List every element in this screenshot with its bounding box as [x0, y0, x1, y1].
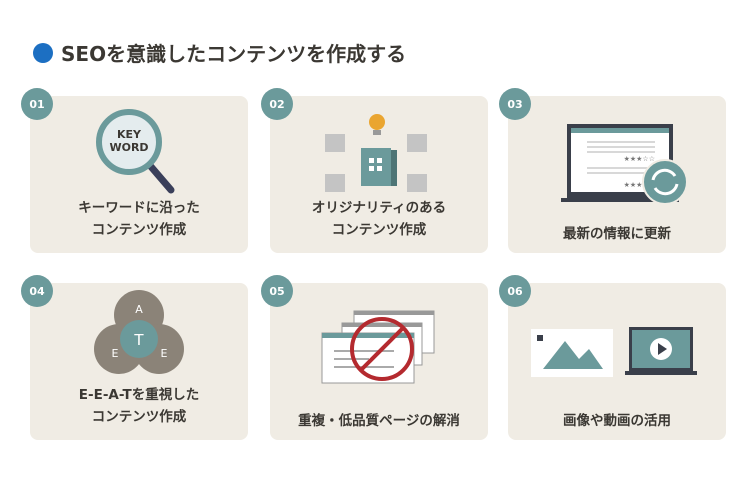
- svg-text:T: T: [133, 331, 144, 349]
- card-label-line: E-E-A-Tを重視した: [78, 387, 200, 403]
- image-video-icon: [531, 327, 697, 377]
- card-number-badge: 04: [21, 275, 53, 307]
- card-update: 03 ★★★☆☆ ★★★☆☆ 最新の情報に更新: [499, 88, 726, 253]
- page-title: SEOを意識したコンテンツを作成する: [33, 38, 406, 67]
- svg-text:E: E: [161, 347, 168, 360]
- svg-text:★★★☆☆: ★★★☆☆: [624, 155, 655, 163]
- card-keyword: 01 KEY WORD キーワードに沿ったコンテンツ作成: [21, 88, 248, 253]
- card-number-badge: 01: [21, 88, 53, 120]
- venn-eeat-icon: A T E E: [94, 290, 184, 374]
- svg-text:A: A: [135, 303, 143, 316]
- heading-text: SEOを意識したコンテンツを作成する: [61, 42, 407, 66]
- svg-text:E: E: [112, 347, 119, 360]
- card-duplicate: 05 重複・低品質ページの解消: [261, 275, 488, 440]
- bullet-dot-icon: [33, 42, 53, 63]
- prohibited-pages-icon: [321, 310, 435, 384]
- card-label-line: 画像や動画の活用: [563, 413, 671, 429]
- card-label-line: 重複・低品質ページの解消: [298, 413, 460, 429]
- card-label-line: オリジナリティのある: [311, 200, 447, 216]
- card-label-line: コンテンツ作成: [91, 222, 187, 238]
- svg-text:★★★☆☆: ★★★☆☆: [624, 181, 655, 189]
- card-number-badge: 03: [499, 88, 531, 120]
- monitor-refresh-icon: ★★★☆☆ ★★★☆☆: [561, 124, 687, 205]
- card-media: 06 画像や動画の活用: [499, 275, 726, 440]
- buildings-lightbulb-icon: [325, 114, 427, 192]
- card-number-badge: 02: [261, 88, 293, 120]
- card-label-line: コンテンツ作成: [331, 222, 427, 238]
- card-eeat: 04 A T E E E-E-A-Tを重視したコンテンツ作成: [21, 275, 248, 440]
- svg-text:KEY: KEY: [117, 128, 142, 141]
- card-label-line: コンテンツ作成: [91, 409, 187, 425]
- svg-text:WORD: WORD: [109, 141, 148, 154]
- card-number-badge: 06: [499, 275, 531, 307]
- magnifier-keyword-icon: KEY WORD: [96, 109, 175, 194]
- card-label-line: 最新の情報に更新: [563, 226, 671, 242]
- card-originality: 02 オリジナリティのあるコンテンツ作成: [261, 88, 488, 253]
- card-number-badge: 05: [261, 275, 293, 307]
- card-label-line: キーワードに沿った: [78, 200, 200, 216]
